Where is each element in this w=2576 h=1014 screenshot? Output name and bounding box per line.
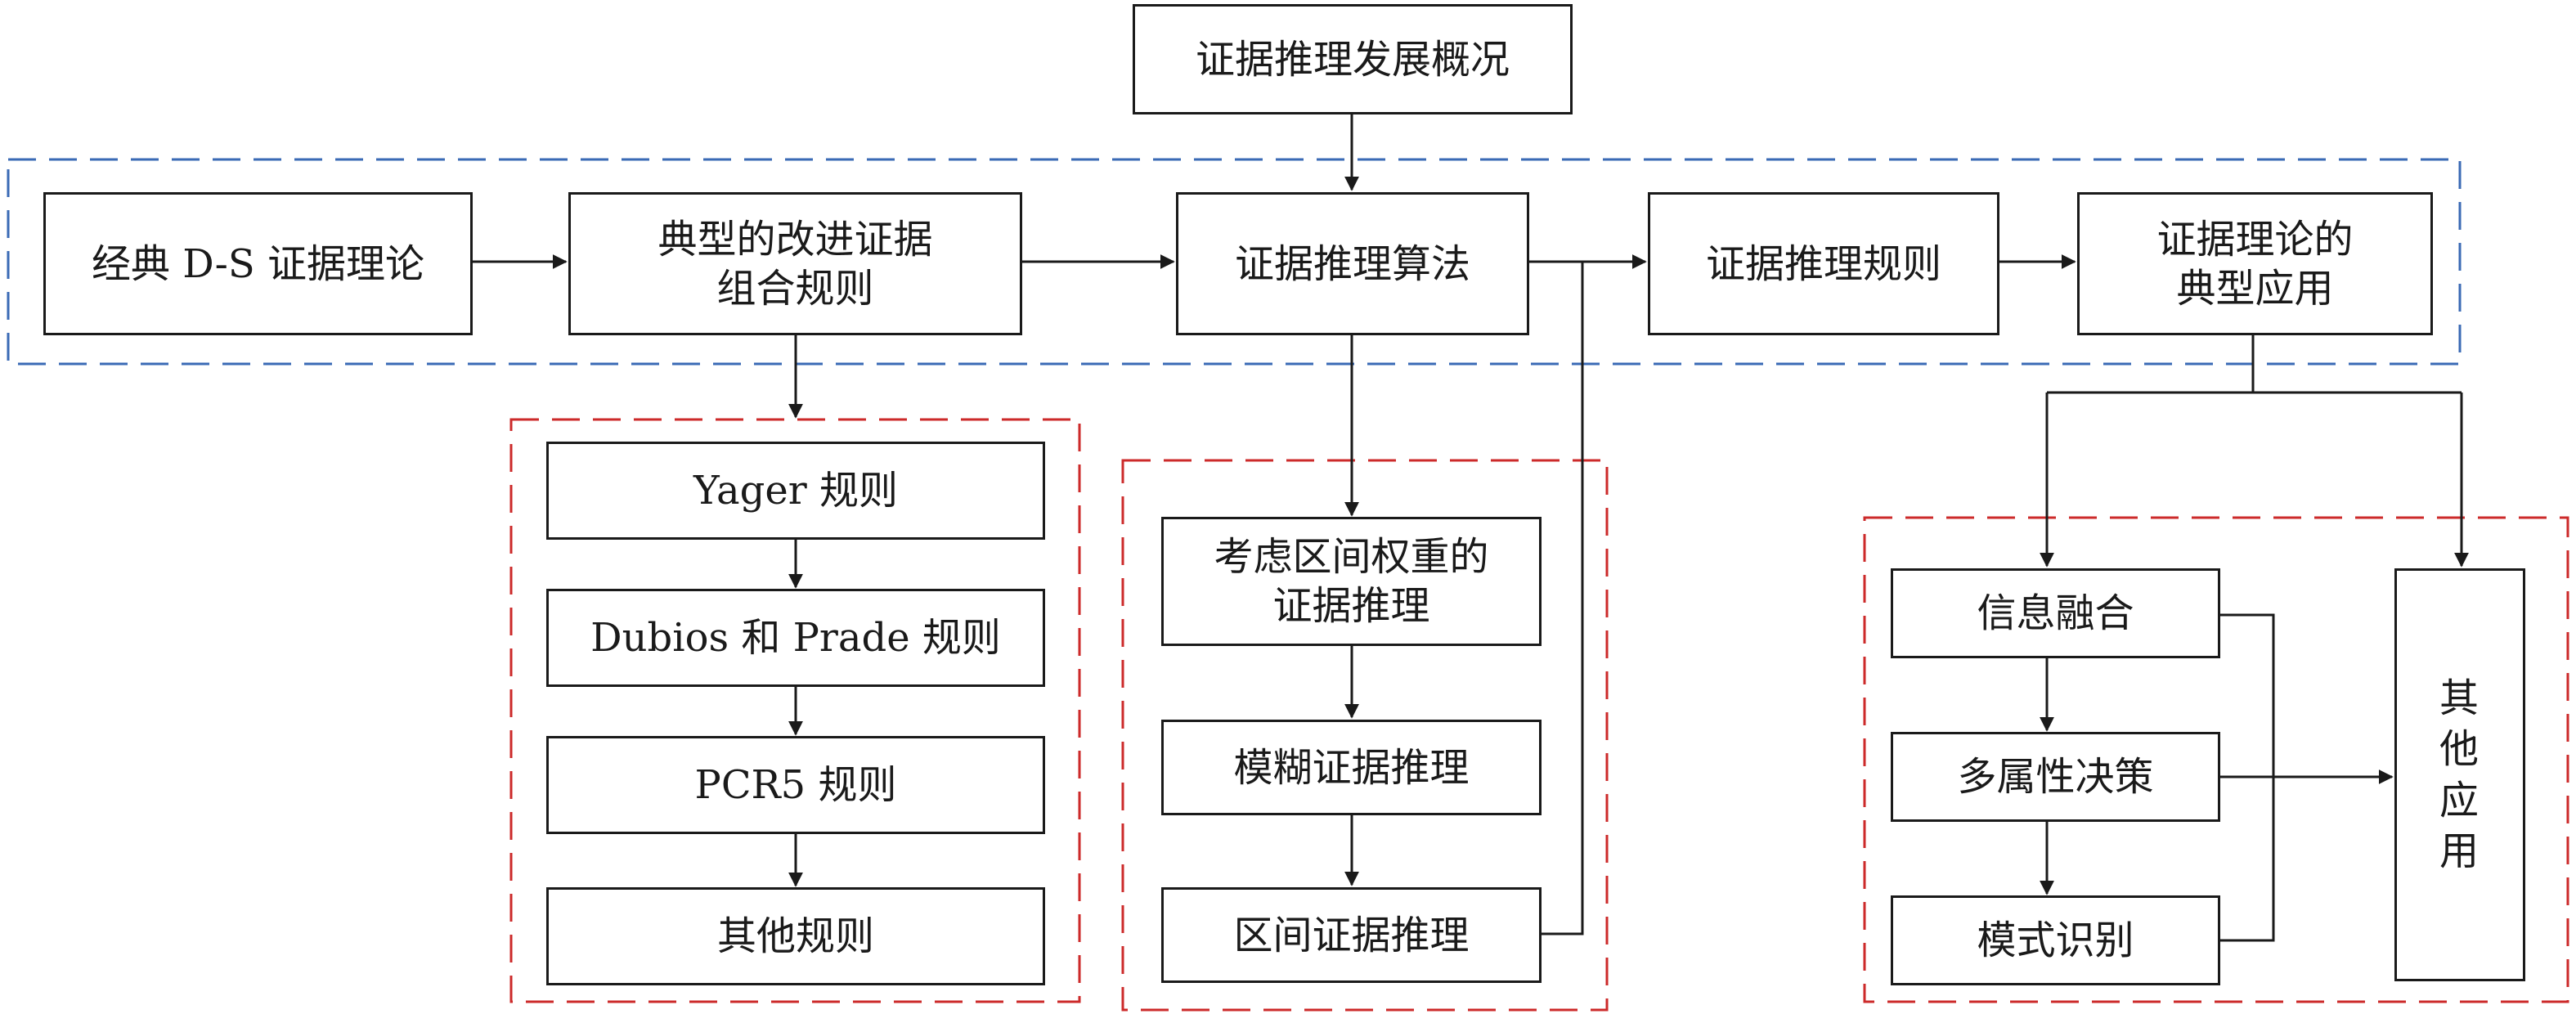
rule-item: Yager 规则 xyxy=(546,442,1045,540)
rules-group-frame xyxy=(509,418,1081,1003)
rule-item: Dubios 和 Prade 规则 xyxy=(546,589,1045,687)
algorithm-group-frame xyxy=(1121,459,1609,1012)
algorithm-item: 区间证据推理 xyxy=(1161,887,1542,983)
connector-interval-to-rule xyxy=(1537,262,1584,935)
rule-item: PCR5 规则 xyxy=(546,736,1045,834)
improved-rules-box: 典型的改进证据 组合规则 xyxy=(568,192,1022,335)
ds-theory-box: 经典 D-S 证据理论 xyxy=(43,192,473,335)
main-flow-frame xyxy=(7,158,2462,366)
er-rule-box: 证据推理规则 xyxy=(1648,192,1999,335)
application-item: 模式识别 xyxy=(1891,895,2220,985)
application-group-frame xyxy=(1863,516,2569,1003)
application-item: 多属性决策 xyxy=(1891,732,2220,822)
er-algorithm-box: 证据推理算法 xyxy=(1176,192,1529,335)
algorithm-item: 模糊证据推理 xyxy=(1161,720,1542,815)
other-applications-box: 其 他 应 用 xyxy=(2394,568,2525,981)
title-box: 证据推理发展概况 xyxy=(1133,4,1573,114)
applications-box: 证据理论的 典型应用 xyxy=(2077,192,2433,335)
algorithm-item: 考虑区间权重的 证据推理 xyxy=(1161,517,1542,646)
rule-item: 其他规则 xyxy=(546,887,1045,985)
application-item: 信息融合 xyxy=(1891,568,2220,658)
